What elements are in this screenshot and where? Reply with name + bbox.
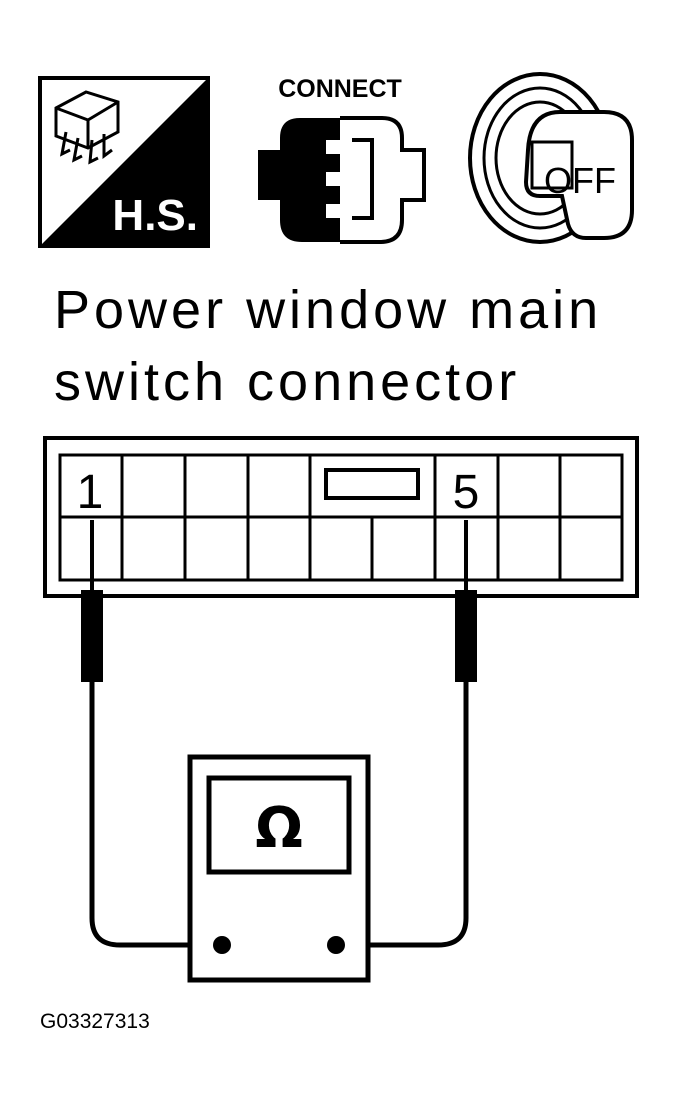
ignition-key-off-icon: OFF [468, 72, 634, 244]
pin-1-label: 1 [77, 466, 104, 519]
figure-code: G03327313 [40, 1010, 150, 1033]
probe-pin-5 [455, 520, 477, 682]
harness-side-label: H.S. [112, 191, 198, 240]
ohm-symbol: Ω [255, 796, 303, 861]
lead-left [89, 682, 222, 948]
title-line-2: switch connector [54, 352, 520, 412]
ignition-off-label: OFF [544, 160, 616, 201]
lead-right [336, 682, 469, 948]
ohmmeter [187, 754, 371, 983]
connector-body [43, 436, 639, 598]
pin-5-label: 5 [453, 466, 480, 519]
connect-icon: CONNECT [258, 75, 426, 244]
connect-label: CONNECT [278, 75, 402, 103]
probe-pin-1 [81, 520, 103, 682]
meter-terminal-left [213, 936, 231, 954]
meter-terminal-right [327, 936, 345, 954]
title-line-1: Power window main [54, 280, 602, 340]
harness-side-icon: H.S. [38, 76, 210, 248]
